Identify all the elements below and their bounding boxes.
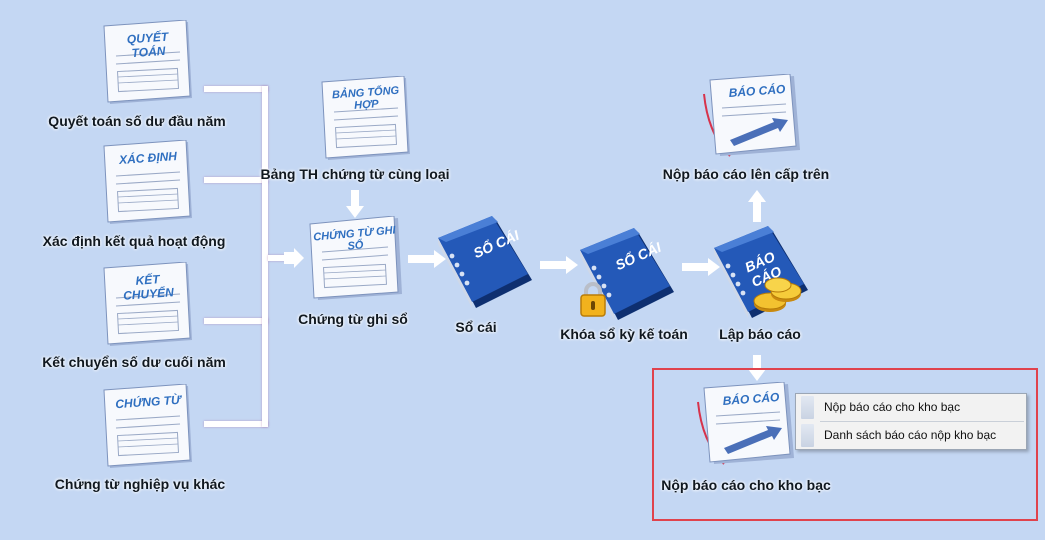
chart-arrow-icon	[724, 426, 782, 454]
menu-item-label: Nộp báo cáo cho kho bạc	[824, 400, 961, 414]
doc-chung-tu[interactable]: CHỨNG TỪ	[100, 383, 194, 475]
label-so-cai[interactable]: Sổ cái	[455, 319, 497, 335]
label-xac-dinh[interactable]: Xác định kết quả hoạt động	[42, 233, 226, 249]
lock-icon	[580, 282, 606, 317]
book-khoa-so[interactable]: SỔ CÁI	[574, 224, 678, 329]
menu-item-nop-bao-cao-kho-bac[interactable]: Nộp báo cáo cho kho bạc	[796, 394, 1026, 421]
menu-item-icon-strip	[801, 396, 814, 419]
highlight-box	[652, 368, 1038, 521]
arrow-down-icon	[346, 190, 364, 218]
book-so-cai[interactable]: SỔ CÁI	[432, 212, 536, 317]
doc-nop-kho-bac[interactable]: BÁO CÁO	[694, 381, 798, 473]
doc-ket-chuyen[interactable]: KẾT CHUYỂN	[100, 261, 194, 353]
arrow-up-icon	[748, 190, 766, 222]
coins-icon	[753, 277, 802, 312]
context-menu: Nộp báo cáo cho kho bạc Danh sách báo cá…	[795, 393, 1027, 450]
label-chung-tu[interactable]: Chứng từ nghiệp vụ khác	[54, 476, 226, 492]
chart-arrow-icon	[730, 118, 788, 146]
label-lap-bao-cao[interactable]: Lập báo cáo	[719, 326, 801, 342]
doc-quyet-toan[interactable]: QUYẾT TOÁN	[100, 19, 194, 111]
label-nop-cap-tren[interactable]: Nộp báo cáo lên cấp trên	[662, 166, 830, 182]
label-chung-tu-ghi-so[interactable]: Chứng từ ghi sổ	[298, 311, 408, 327]
arrow-right-icon	[408, 250, 446, 268]
connector	[204, 86, 268, 92]
arrow-right-icon	[540, 256, 578, 274]
doc-bang-tong-hop[interactable]: BẢNG TỔNG HỢP	[318, 75, 412, 167]
doc-nop-cap-tren[interactable]: BÁO CÁO	[700, 73, 804, 165]
menu-item-label: Danh sách báo cáo nộp kho bạc	[824, 428, 997, 442]
menu-item-danh-sach-bao-cao[interactable]: Danh sách báo cáo nộp kho bạc	[796, 422, 1026, 449]
doc-title: QUYẾT TOÁN	[126, 29, 169, 61]
connector	[268, 255, 290, 261]
doc-xac-dinh[interactable]: XÁC ĐỊNH	[100, 139, 194, 231]
label-ket-chuyen[interactable]: Kết chuyển số dư cuối năm	[42, 354, 226, 370]
arrow-right-icon	[284, 248, 304, 268]
doc-chung-tu-ghi-so[interactable]: CHỨNG TỪ GHI SỔ	[306, 215, 404, 307]
connector	[204, 177, 268, 183]
label-nop-kho-bac[interactable]: Nộp báo cáo cho kho bạc	[661, 477, 831, 493]
arrow-right-icon	[682, 258, 720, 276]
connector	[204, 421, 268, 427]
label-quyet-toan[interactable]: Quyết toán số dư đầu năm	[48, 113, 226, 129]
label-bang-tong-hop[interactable]: Bảng TH chứng từ cùng loại	[260, 166, 450, 182]
menu-separator	[820, 421, 1024, 422]
book-lap-bao-cao[interactable]: BÁO CÁO	[708, 222, 812, 327]
menu-item-icon-strip	[801, 424, 814, 447]
label-khoa-so[interactable]: Khóa sổ kỳ kế toán	[560, 326, 688, 342]
connector	[262, 86, 268, 427]
doc-title: KẾT CHUYỂN	[122, 272, 175, 303]
connector	[204, 318, 268, 324]
